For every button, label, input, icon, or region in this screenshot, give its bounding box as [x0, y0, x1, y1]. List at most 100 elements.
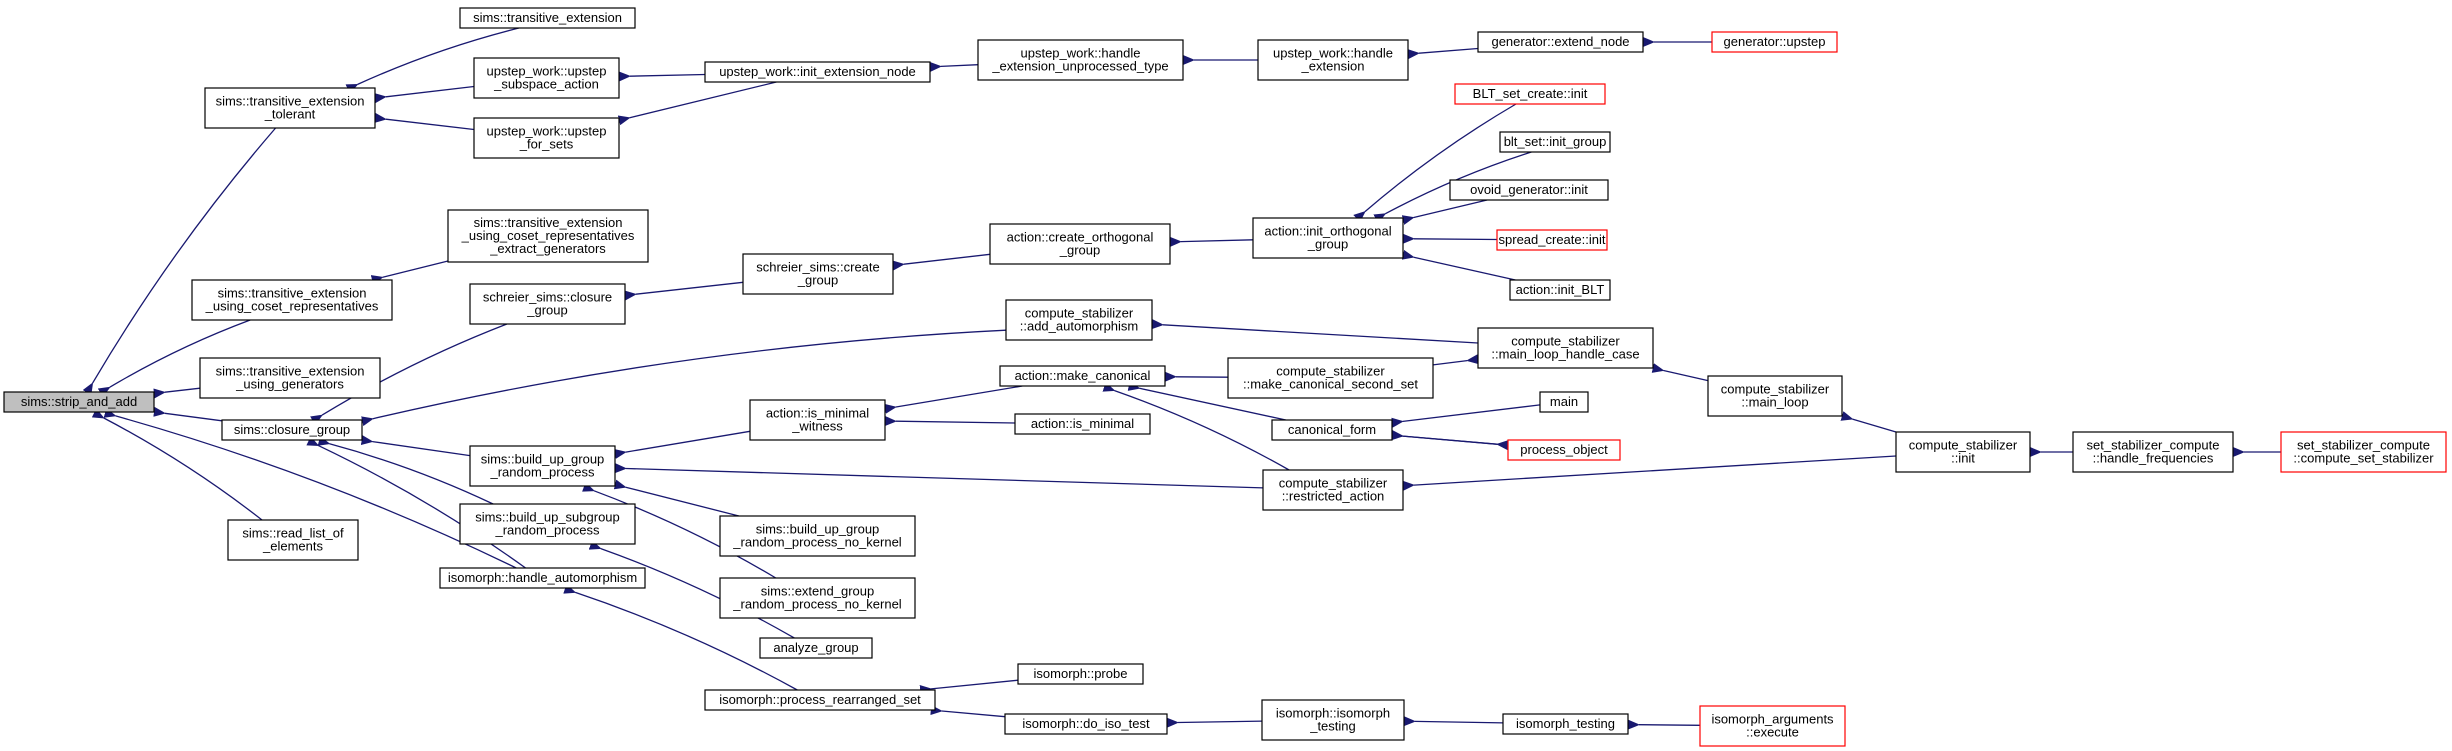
- node-box: [191, 279, 393, 321]
- edge-n3-to-n1: [374, 85, 475, 104]
- graph-node-n4[interactable]: upstep_work::upstep_for_sets: [473, 117, 620, 159]
- node-label: upstep_work::upstep: [487, 124, 607, 139]
- node-box: [704, 689, 936, 711]
- edge-n2-to-n1: [345, 27, 520, 94]
- node-label: _extension: [1301, 59, 1365, 74]
- graph-node-n44[interactable]: isomorph::process_rearranged_set: [704, 689, 936, 711]
- graph-node-n31[interactable]: action::is_minimal_witness: [749, 399, 886, 441]
- graph-node-n32[interactable]: action::is_minimal: [1014, 413, 1151, 435]
- graph-node-n16[interactable]: action::create_orthogonal_group: [989, 223, 1171, 265]
- graph-node-n17[interactable]: action::init_orthogonal_group: [1252, 217, 1404, 259]
- graph-node-n22[interactable]: action::init_BLT: [1509, 279, 1611, 301]
- node-box: [742, 253, 894, 295]
- node-box: [1014, 413, 1151, 435]
- graph-node-n35[interactable]: process_object: [1507, 439, 1621, 461]
- graph-node-n43[interactable]: analyze_group: [759, 637, 873, 659]
- node-box: [473, 117, 620, 159]
- graph-node-n11[interactable]: sims::transitive_extension_using_coset_r…: [191, 279, 393, 321]
- node-label: ovoid_generator::init: [1470, 182, 1588, 197]
- graph-node-n0[interactable]: sims::strip_and_add: [3, 391, 155, 413]
- graph-node-n20[interactable]: ovoid_generator::init: [1449, 179, 1609, 201]
- edge-n48-to-n47: [1403, 716, 1504, 727]
- node-label: _tolerant: [264, 107, 316, 122]
- node-box: [1502, 713, 1629, 735]
- node-label: BLT_set_create::init: [1473, 86, 1588, 101]
- node-label: sims::transitive_extension: [474, 215, 623, 230]
- node-label: schreier_sims::create: [756, 260, 880, 275]
- graph-node-n40[interactable]: sims::extend_group_random_process_no_ker…: [719, 577, 916, 619]
- graph-node-n26[interactable]: compute_stabilizer::init: [1895, 431, 2031, 473]
- node-label: _random_process_no_kernel: [732, 535, 901, 550]
- node-label: sims::strip_and_add: [21, 394, 137, 409]
- node-label: upstep_work::handle: [1021, 46, 1141, 61]
- node-label: compute_stabilizer: [1279, 476, 1388, 491]
- edge-n15-to-n14: [624, 281, 744, 301]
- graph-node-n5[interactable]: upstep_work::init_extension_node: [704, 61, 931, 83]
- graph-node-n21[interactable]: spread_create::init: [1496, 229, 1608, 251]
- graph-node-n38[interactable]: sims::build_up_subgroup_random_process: [459, 503, 636, 545]
- graph-node-n24[interactable]: compute_stabilizer::main_loop_handle_cas…: [1477, 327, 1654, 369]
- graph-node-n28[interactable]: set_stabilizer_compute::compute_set_stab…: [2280, 431, 2447, 473]
- node-box: [1449, 179, 1609, 201]
- node-box: [2072, 431, 2234, 473]
- node-box: [227, 519, 359, 561]
- node-label: process_object: [1520, 442, 1608, 457]
- graph-node-n37[interactable]: sims::build_up_group_random_process: [469, 445, 616, 487]
- graph-node-n15[interactable]: schreier_sims::create_group: [742, 253, 894, 295]
- graph-node-n33[interactable]: canonical_form: [1271, 419, 1393, 441]
- graph-node-n19[interactable]: blt_set::init_group: [1499, 131, 1611, 153]
- graph-node-n25[interactable]: compute_stabilizer::main_loop: [1707, 375, 1843, 417]
- graph-node-n27[interactable]: set_stabilizer_compute::handle_frequenci…: [2072, 431, 2234, 473]
- edge-n32-to-n31: [884, 416, 1016, 427]
- graph-node-n39[interactable]: sims::build_up_group_random_process_no_k…: [719, 515, 916, 557]
- graph-node-n46[interactable]: isomorph::do_iso_test: [1004, 713, 1168, 735]
- node-label: isomorph_testing: [1516, 716, 1615, 731]
- node-label: _testing: [1309, 719, 1356, 734]
- graph-node-n1[interactable]: sims::transitive_extension_tolerant: [204, 87, 376, 129]
- graph-node-n36[interactable]: compute_stabilizer::restricted_action: [1262, 469, 1404, 511]
- graph-node-n23[interactable]: compute_stabilizer::add_automorphism: [1005, 299, 1153, 341]
- node-box: [1004, 713, 1168, 735]
- node-label: ::execute: [1746, 725, 1799, 740]
- graph-node-n49[interactable]: isomorph_arguments::execute: [1699, 705, 1846, 747]
- graph-node-n12[interactable]: sims::transitive_extension_using_generat…: [199, 357, 381, 399]
- node-label: ::init: [1951, 451, 1975, 466]
- node-box: [704, 61, 931, 83]
- edge-n18-to-n17: [1353, 103, 1517, 223]
- node-label: sims::transitive_extension: [216, 94, 365, 109]
- node-box: [1507, 439, 1621, 461]
- node-box: [1271, 419, 1393, 441]
- edge-n14-to-n13: [310, 323, 508, 426]
- edge-n42-to-n13: [306, 436, 526, 569]
- node-box: [1895, 431, 2031, 473]
- graph-node-n2[interactable]: sims::transitive_extension: [459, 7, 636, 29]
- edge-n46-to-n44: [930, 705, 1006, 718]
- edge-n33-to-n35: [1391, 434, 1509, 451]
- graph-node-n47[interactable]: isomorph::isomorph_testing: [1261, 699, 1405, 741]
- edge-n38-to-n13: [317, 436, 494, 505]
- graph-node-n13[interactable]: sims::closure_group: [221, 419, 363, 441]
- edge-n34-to-n33: [1391, 404, 1541, 428]
- graph-node-n14[interactable]: schreier_sims::closure_group: [469, 283, 626, 325]
- graph-node-n9[interactable]: generator::upstep: [1711, 31, 1838, 53]
- graph-node-n8[interactable]: generator::extend_node: [1477, 31, 1644, 53]
- node-box: [1477, 31, 1644, 53]
- node-box: [1261, 699, 1405, 741]
- graph-node-n34[interactable]: main: [1539, 391, 1589, 413]
- graph-node-n3[interactable]: upstep_work::upstep_subspace_action: [473, 57, 620, 99]
- edge-n37-to-n13: [360, 435, 471, 457]
- graph-node-n42[interactable]: isomorph::handle_automorphism: [439, 567, 646, 589]
- graph-node-n41[interactable]: sims::read_list_of_elements: [227, 519, 359, 561]
- node-label: ::handle_frequencies: [2093, 451, 2214, 466]
- graph-node-n48[interactable]: isomorph_testing: [1502, 713, 1629, 735]
- graph-node-n29[interactable]: action::make_canonical: [999, 365, 1166, 387]
- nodes-layer: sims::strip_and_add sims::transitive_exte…: [3, 7, 2447, 747]
- graph-node-n18[interactable]: BLT_set_create::init: [1454, 83, 1606, 105]
- graph-node-n30[interactable]: compute_stabilizer::make_canonical_secon…: [1227, 357, 1434, 399]
- graph-node-n45[interactable]: isomorph::probe: [1017, 663, 1144, 685]
- graph-node-n7[interactable]: upstep_work::handle_extension: [1257, 39, 1409, 81]
- graph-node-n6[interactable]: upstep_work::handle_extension_unprocesse…: [977, 39, 1184, 81]
- edges-layer: [82, 27, 2281, 730]
- graph-node-n10[interactable]: sims::transitive_extension_using_coset_r…: [447, 209, 649, 263]
